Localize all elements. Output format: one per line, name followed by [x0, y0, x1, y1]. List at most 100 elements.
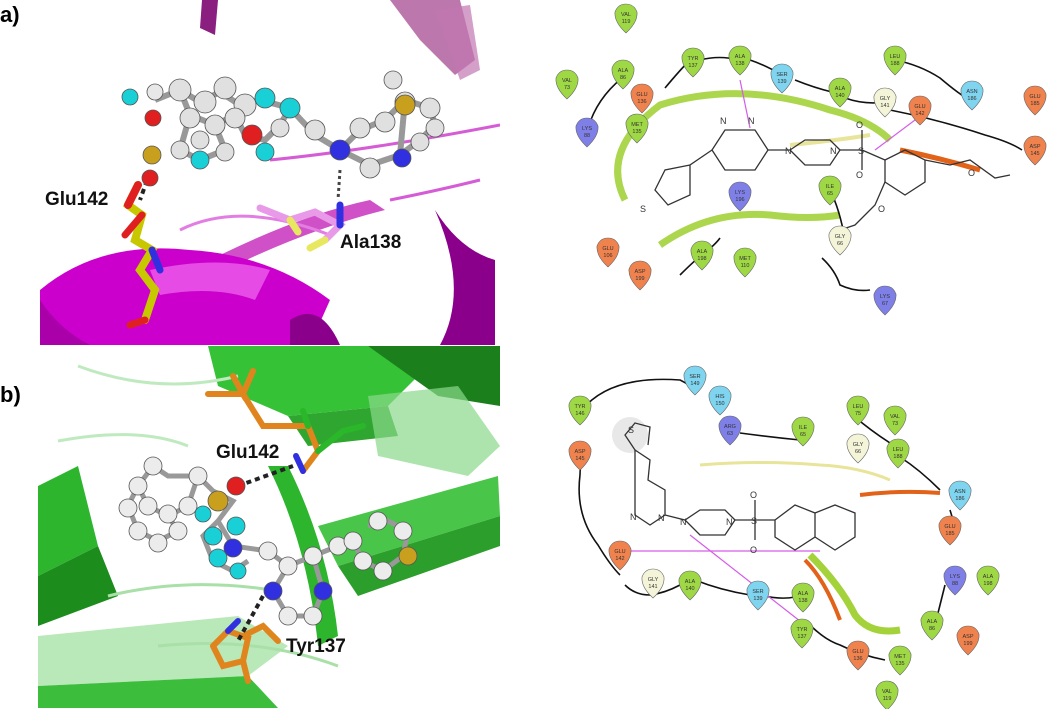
- residue-number: 185: [1030, 101, 1039, 107]
- residue-name: ALA: [618, 68, 629, 74]
- residue-name: ILE: [799, 425, 808, 431]
- residue-number: 186: [967, 96, 976, 102]
- residue-name: VAL: [882, 689, 892, 695]
- residue-number: 138: [798, 598, 807, 604]
- svg-text:N: N: [680, 517, 687, 527]
- svg-text:O: O: [750, 545, 757, 555]
- residue-name: LYS: [880, 294, 890, 300]
- residue-number: 146: [575, 411, 584, 417]
- residue-name: TYR: [797, 627, 808, 633]
- residue-name: LEU: [890, 54, 901, 60]
- residue-name: SER: [752, 589, 763, 595]
- residue-name: GLU: [852, 649, 863, 655]
- residue-number: 137: [688, 63, 697, 69]
- residue-number: 63: [727, 431, 733, 437]
- residue-name: ALA: [697, 249, 708, 255]
- residue-number: 185: [945, 531, 954, 537]
- panel-a-structure: Glu142 Ala138: [40, 0, 500, 345]
- residue-number: 188: [893, 454, 902, 460]
- residue-name: SER: [689, 374, 700, 380]
- residue-name: GLU: [1029, 94, 1040, 100]
- residue-name: VAL: [890, 414, 900, 420]
- svg-text:O: O: [750, 490, 757, 500]
- residue-number: 65: [800, 432, 806, 438]
- glu142-label-b: Glu142: [216, 442, 279, 463]
- residue-name: ASN: [954, 489, 965, 495]
- residue-name: ALA: [798, 591, 809, 597]
- residue-name: ASP: [634, 269, 645, 275]
- residue-name: ARG: [724, 424, 736, 430]
- residue-name: GLU: [944, 524, 955, 530]
- residue-name: GLY: [880, 96, 891, 102]
- residue-name: ASP: [1029, 144, 1040, 150]
- residue-name: TYR: [575, 404, 586, 410]
- residue-number: 186: [955, 496, 964, 502]
- residue-number: 73: [892, 421, 898, 427]
- residue-number: 119: [883, 696, 892, 702]
- residue-name: TYR: [688, 56, 699, 62]
- svg-text:O: O: [856, 120, 863, 130]
- residue-number: 199: [635, 276, 644, 282]
- ala138-label: Ala138: [340, 232, 401, 253]
- residue-number: 86: [929, 626, 935, 632]
- residue-number: 136: [637, 99, 646, 105]
- tyr137-label: Tyr137: [286, 636, 346, 657]
- residue-number: 65: [827, 191, 833, 197]
- residue-number: 66: [837, 241, 843, 247]
- residue-name: GLY: [835, 234, 846, 240]
- svg-text:O: O: [878, 204, 885, 214]
- residue-number: 140: [685, 586, 694, 592]
- residue-number: 137: [797, 634, 806, 640]
- residue-name: LEU: [893, 447, 904, 453]
- panel-b-structure: Glu142 Tyr137: [38, 346, 500, 708]
- residue-number: 138: [735, 61, 744, 67]
- residue-name: GLY: [648, 577, 659, 583]
- residue-name: ALA: [927, 619, 938, 625]
- residue-number: 67: [882, 301, 888, 307]
- residue-number: 135: [895, 661, 904, 667]
- residue-name: LEU: [853, 404, 864, 410]
- residue-number: 110: [741, 263, 750, 269]
- svg-text:N: N: [830, 146, 837, 156]
- svg-text:N: N: [630, 512, 637, 522]
- residue-number: 198: [697, 256, 706, 262]
- residue-number: 135: [632, 129, 641, 135]
- residue-number: 142: [615, 556, 624, 562]
- residue-number: 73: [564, 85, 570, 91]
- residue-name: GLU: [914, 104, 925, 110]
- residue-name: SER: [776, 72, 787, 78]
- residue-number: 142: [915, 111, 924, 117]
- residue-number: 198: [983, 581, 992, 587]
- svg-text:N: N: [658, 513, 665, 523]
- residue-name: ASN: [966, 89, 977, 95]
- svg-text:N: N: [748, 116, 755, 126]
- residue-name: LYS: [582, 126, 592, 132]
- residue-number: 75: [855, 411, 861, 417]
